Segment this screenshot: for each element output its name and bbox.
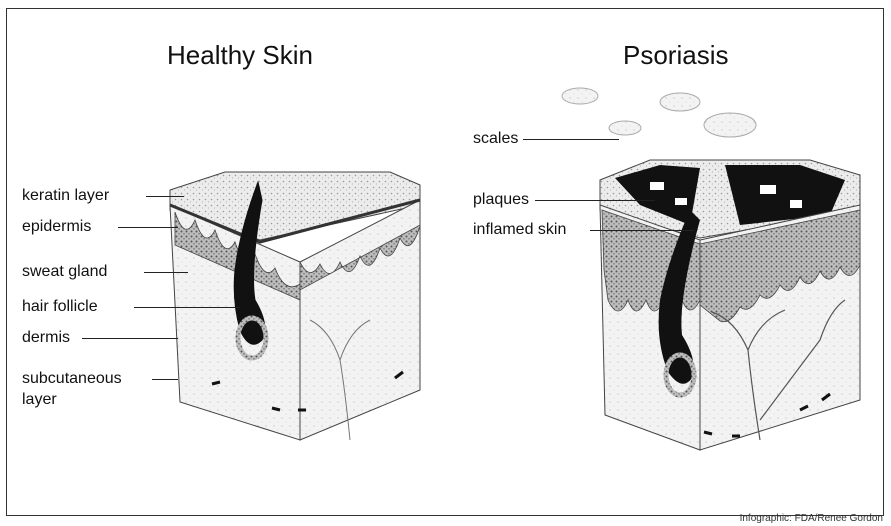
dermis-leader [82, 338, 178, 339]
epidermis-leader [118, 227, 178, 228]
plaques-leader [535, 200, 655, 201]
subcutaneous-label-line1: subcutaneous [22, 369, 122, 388]
keratin-layer-label: keratin layer [22, 186, 109, 205]
dermis-label: dermis [22, 328, 70, 347]
epidermis-label: epidermis [22, 217, 91, 236]
inflamed-skin-label: inflamed skin [473, 220, 566, 239]
hair-follicle-label: hair follicle [22, 297, 98, 316]
sweat-gland-leader [144, 272, 188, 273]
inflamed-skin-leader [590, 230, 694, 231]
healthy-skin-block [170, 172, 420, 440]
subcutaneous-leader [152, 379, 178, 380]
subcutaneous-label-line2: layer [22, 390, 57, 409]
scales-label: scales [473, 129, 518, 148]
sweat-gland-label: sweat gland [22, 262, 107, 281]
plaques-label: plaques [473, 190, 529, 209]
scales-leader [523, 139, 619, 140]
psoriasis-skin-block [562, 88, 860, 450]
psoriasis-title: Psoriasis [623, 40, 728, 71]
hair-follicle-leader [134, 307, 240, 308]
healthy-skin-title: Healthy Skin [167, 40, 313, 71]
keratin-layer-leader [146, 196, 184, 197]
credit-line: Infographic: FDA/Renee Gordon [740, 513, 883, 524]
